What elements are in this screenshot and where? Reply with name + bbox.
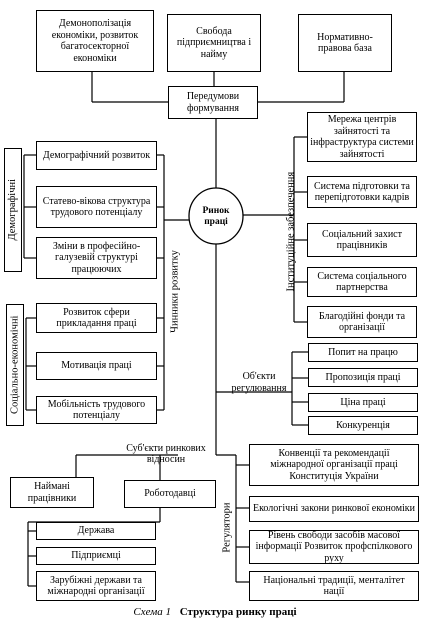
factor-mobility: Мобільність трудового потенціалу [36, 396, 157, 424]
factor-work-motivation: Мотивація праці [36, 352, 157, 380]
objects-label: Об'єкти регулювання [231, 371, 287, 394]
regulator-media-freedom: Рівень свободи засобів масової інформаці… [249, 530, 419, 564]
demographic-label: Демографічні [7, 179, 19, 241]
object-demand: Попит на працю [308, 343, 418, 362]
support-training-system: Система підготовки та перепідготовки кад… [307, 176, 417, 208]
caption-title: Структура ринку праці [179, 606, 297, 618]
employer-foreign-states: Зарубіжні держави та міжнародні організа… [36, 571, 156, 601]
subjects-label: Суб'єкти ринкових відносин [126, 443, 206, 465]
top-box-legal-base: Нормативно-правова база [298, 14, 392, 72]
factor-professional-structure: Зміни в професійно-галузевій структурі п… [36, 237, 157, 279]
diagram-caption: Схема 1 Структура ринку праці [0, 606, 430, 618]
socioeconomic-label: Соціально-економічні [9, 315, 21, 415]
factor-sphere-development: Розвиток сфери прикладання праці [36, 303, 157, 333]
subject-workers: Наймані працівники [10, 477, 94, 508]
factor-demographic-development: Демографічний розвиток [36, 141, 157, 170]
support-employment-centers: Мережа центрів зайнятості та інфраструкт… [307, 112, 417, 162]
top-box-freedom: Свобода підприємництва і найму [167, 14, 261, 72]
regulator-ecological-laws: Екологічні закони ринкової економіки [249, 496, 419, 522]
employer-entrepreneurs: Підприємці [36, 547, 156, 565]
factors-label: Чинники розвитку [169, 250, 181, 333]
demographic-label-box: Демографічні [4, 148, 22, 272]
object-competition: Конкуренція [308, 416, 418, 435]
support-social-protection: Соціальний захист працівників [307, 223, 417, 257]
support-label: Інституційне забезпечення [285, 171, 297, 292]
employer-state: Держава [36, 522, 156, 540]
object-price: Ціна праці [308, 393, 418, 412]
top-box-demonopolization: Демонополізація економіки, розвиток бага… [36, 10, 154, 72]
subject-employers: Роботодавці [124, 480, 216, 508]
regulator-conventions: Конвенції та рекомендації міжнародної ор… [249, 444, 419, 486]
prerequisites-box: Передумови формування [168, 86, 258, 119]
caption-scheme: Схема 1 [133, 606, 171, 618]
regulator-traditions: Національні традиції, менталітет нації [249, 571, 419, 601]
support-charity-funds: Благодійні фонди та організації [307, 306, 417, 338]
object-supply: Пропозиція праці [308, 368, 418, 387]
factor-gender-age-structure: Статево-вікова структура трудового потен… [36, 186, 157, 228]
center-label: Ринок праці [202, 206, 230, 227]
center-ellipse [188, 187, 244, 245]
support-social-partnership: Система соціального партнерства [307, 267, 417, 297]
socioeconomic-label-box: Соціально-економічні [6, 304, 24, 426]
regulators-label: Регулятори [221, 502, 233, 553]
